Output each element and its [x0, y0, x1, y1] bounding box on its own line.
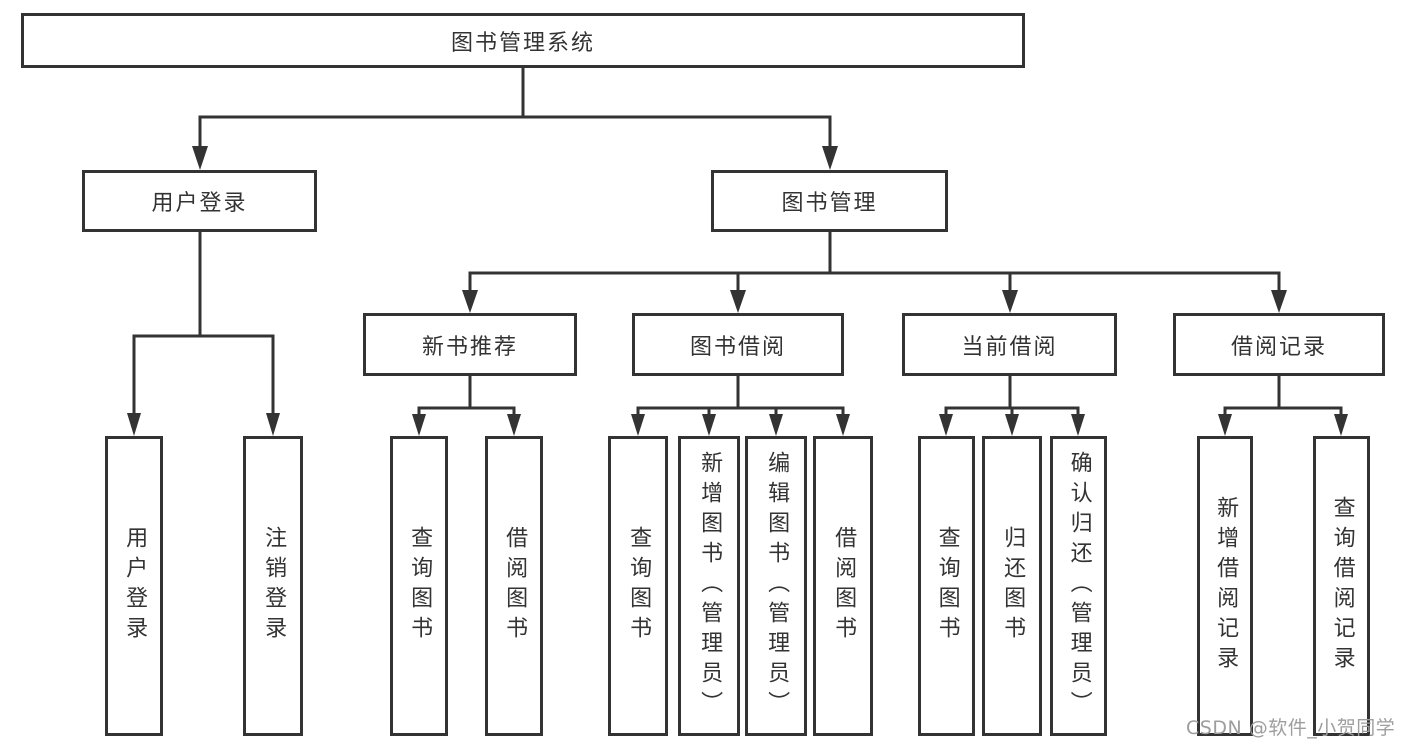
leaf-label: 用户登录: [122, 526, 148, 646]
leaf-label: 确认归还（管理员）: [1066, 451, 1092, 721]
node-label: 用户登录: [151, 191, 248, 216]
node-new-book-recommendation: 新书推荐: [363, 313, 577, 376]
leaf-label: 查询图书: [934, 526, 960, 646]
node-label: 图书管理: [781, 191, 878, 216]
node-label: 图书管理系统: [450, 30, 595, 56]
leaf-query-books-borrow: 查询图书: [608, 436, 668, 736]
node-book-borrowing: 图书借阅: [632, 313, 844, 376]
node-current-borrowing: 当前借阅: [902, 313, 1117, 376]
node-label: 新书推荐: [421, 334, 518, 360]
leaf-label: 查询借阅记录: [1329, 496, 1355, 676]
csdn-watermark: CSDN @软件_小贺同学: [1186, 717, 1396, 739]
leaf-label: 借阅图书: [502, 526, 528, 646]
leaf-label: 归还图书: [1000, 526, 1026, 646]
leaf-confirm-return-admin: 确认归还（管理员）: [1050, 436, 1107, 736]
leaf-user-login: 用户登录: [105, 436, 163, 736]
leaf-label: 新增借阅记录: [1213, 496, 1239, 676]
node-user-login: 用户登录: [82, 170, 317, 232]
leaf-query-books-current: 查询图书: [918, 436, 975, 736]
leaf-label: 新增图书（管理员）: [697, 451, 723, 721]
node-label: 图书借阅: [689, 334, 786, 360]
leaf-add-books-admin: 新增图书（管理员）: [678, 436, 740, 736]
leaf-label: 查询图书: [626, 526, 652, 646]
leaf-borrow-books-recommend: 借阅图书: [485, 436, 543, 736]
leaf-borrow-books-borrow: 借阅图书: [813, 436, 873, 736]
leaf-label: 借阅图书: [831, 526, 857, 646]
leaf-edit-books-admin: 编辑图书（管理员）: [745, 436, 807, 736]
leaf-logout: 注销登录: [243, 436, 303, 736]
node-label: 当前借阅: [961, 334, 1058, 360]
leaf-query-borrow-record: 查询借阅记录: [1313, 436, 1370, 736]
leaf-add-borrow-record: 新增借阅记录: [1197, 436, 1253, 736]
node-label: 借阅记录: [1230, 334, 1327, 360]
leaf-label: 编辑图书（管理员）: [764, 451, 790, 721]
node-book-management: 图书管理: [711, 170, 948, 232]
leaf-label: 注销登录: [261, 526, 287, 646]
node-library-management-system: 图书管理系统: [21, 13, 1025, 68]
leaf-query-books-recommend: 查询图书: [390, 436, 448, 736]
leaf-return-books: 归还图书: [982, 436, 1042, 736]
node-borrowing-records: 借阅记录: [1173, 313, 1385, 376]
leaf-label: 查询图书: [407, 526, 433, 646]
